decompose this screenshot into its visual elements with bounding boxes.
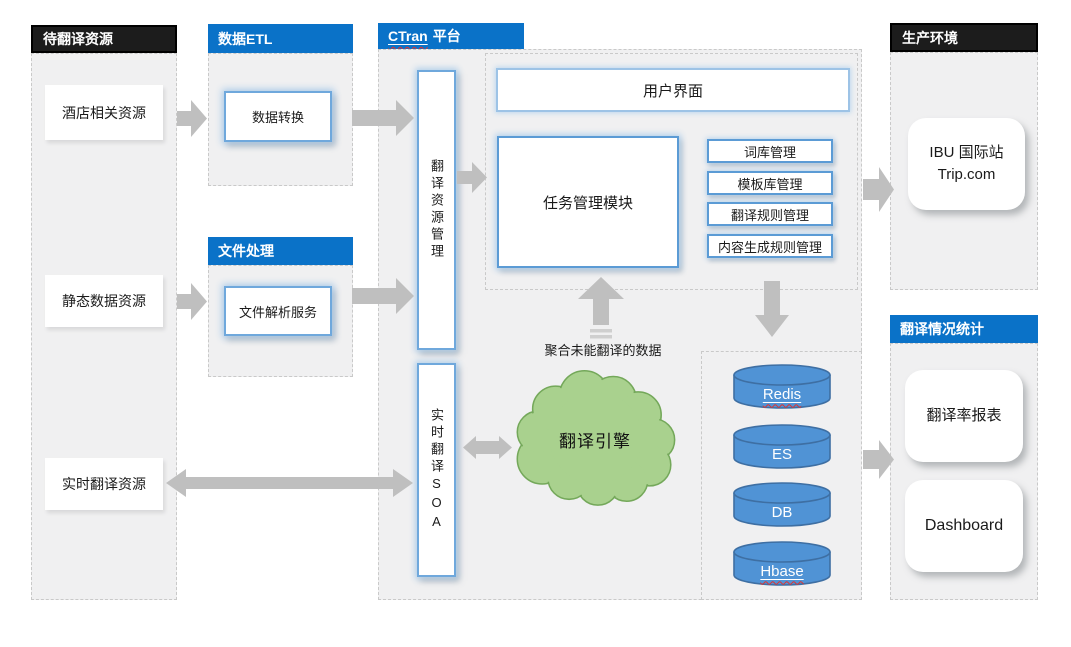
ibu-site-node: IBU 国际站 Trip.com: [908, 118, 1025, 210]
arrow-etl-to-platform: [352, 100, 414, 136]
arrow-hotel-to-etl: [177, 100, 207, 137]
es-label: ES: [771, 445, 792, 463]
ctran-title-zh: 平台: [432, 28, 461, 44]
es-cylinder: ES: [733, 424, 831, 470]
translation-report-label: 翻译率报表: [926, 406, 1002, 424]
rule-mgmt-label: 翻译规则管理: [730, 207, 809, 223]
hotel-resources-label: 酒店相关资源: [62, 104, 146, 121]
user-interface-label: 用户界面: [642, 82, 703, 100]
static-data-node: 静态数据资源: [45, 275, 163, 327]
translation-report-node: 翻译率报表: [905, 370, 1023, 462]
task-module-label: 任务管理模块: [542, 194, 633, 212]
arrow-resourcemgmt-to-task: [457, 162, 487, 193]
realtime-resources-label: 实时翻译资源: [62, 476, 146, 492]
pending-resources-header: 待翻译资源: [31, 25, 177, 53]
static-data-label: 静态数据资源: [62, 293, 146, 309]
arrow-mgmt-to-storage: [755, 281, 789, 337]
translation-engine-label: 翻译引擎: [511, 427, 679, 452]
lexicon-mgmt-node: 词库管理: [707, 139, 833, 163]
engine-text: 翻译引擎: [559, 432, 631, 451]
ctran-platform-header: CTran 平台: [378, 23, 524, 49]
template-mgmt-node: 模板库管理: [707, 171, 833, 195]
realtime-resources-node: 实时翻译资源: [45, 458, 163, 510]
content-rule-mgmt-node: 内容生成规则管理: [707, 234, 833, 258]
db-label: DB: [771, 503, 793, 521]
lexicon-mgmt-label: 词库管理: [743, 144, 796, 160]
stats-header: 翻译情况统计: [890, 315, 1038, 343]
arrow-platform-to-production: [863, 167, 894, 212]
arrow-file-to-platform: [352, 278, 414, 314]
redis-cylinder: Redis: [733, 364, 831, 410]
ctran-title-en-wrap: CTran: [388, 28, 428, 44]
arrow-realtime-bidirectional: [166, 469, 413, 497]
template-mgmt-label: 模板库管理: [737, 176, 803, 192]
arrow-aggregate-up: [578, 277, 624, 339]
production-header: 生产环境: [890, 23, 1038, 52]
realtime-soa-node: 实时翻译SOA: [417, 363, 456, 577]
aggregate-note-text: 聚合未能翻译的数据: [544, 343, 662, 358]
hbase-label: Hbase: [760, 562, 804, 580]
ibu-site-line2: Trip.com: [937, 166, 996, 183]
data-convert-node: 数据转换: [224, 91, 332, 142]
task-module-node: 任务管理模块: [497, 136, 679, 268]
etl-title: 数据ETL: [218, 30, 273, 47]
hbase-cylinder: Hbase: [733, 541, 831, 587]
arrow-static-to-file: [177, 283, 207, 320]
file-processing-title: 文件处理: [218, 243, 274, 259]
resource-mgmt-label: 翻译资源管理: [429, 159, 444, 261]
resource-mgmt-node: 翻译资源管理: [417, 70, 456, 350]
database-icon: [733, 482, 831, 527]
cloud-icon: [516, 369, 676, 506]
aggregate-note: 聚合未能翻译的数据: [536, 340, 670, 359]
hotel-resources-node: 酒店相关资源: [45, 85, 163, 140]
redis-underline: Redis: [763, 386, 801, 403]
content-rule-mgmt-label: 内容生成规则管理: [717, 239, 822, 255]
file-processing-header: 文件处理: [208, 237, 353, 265]
ctran-title-en: CTran: [388, 28, 428, 44]
dashboard-label: Dashboard: [924, 517, 1004, 534]
arrow-soa-engine-bidirectional: [463, 436, 512, 459]
database-icon: [733, 364, 831, 409]
db-cylinder: DB: [733, 482, 831, 528]
hbase-underline: Hbase: [760, 563, 803, 580]
arrow-storage-to-stats: [863, 440, 894, 479]
database-icon: [733, 541, 831, 586]
data-convert-label: 数据转换: [251, 110, 304, 125]
redis-label: Redis: [762, 385, 802, 403]
pending-resources-title: 待翻译资源: [43, 31, 113, 47]
translation-engine-cloud: 翻译引擎: [511, 365, 679, 507]
etl-header: 数据ETL: [208, 24, 353, 53]
production-title: 生产环境: [902, 29, 958, 46]
stats-title: 翻译情况统计: [900, 321, 984, 337]
database-icon: [733, 424, 831, 469]
user-interface-node: 用户界面: [496, 68, 850, 112]
realtime-soa-label: 实时翻译SOA: [429, 407, 444, 533]
file-parse-label: 文件解析服务: [238, 304, 317, 320]
file-parse-node: 文件解析服务: [224, 286, 332, 336]
ibu-site-line1: IBU 国际站: [929, 143, 1004, 161]
dashboard-node: Dashboard: [905, 480, 1023, 572]
rule-mgmt-node: 翻译规则管理: [707, 202, 833, 226]
